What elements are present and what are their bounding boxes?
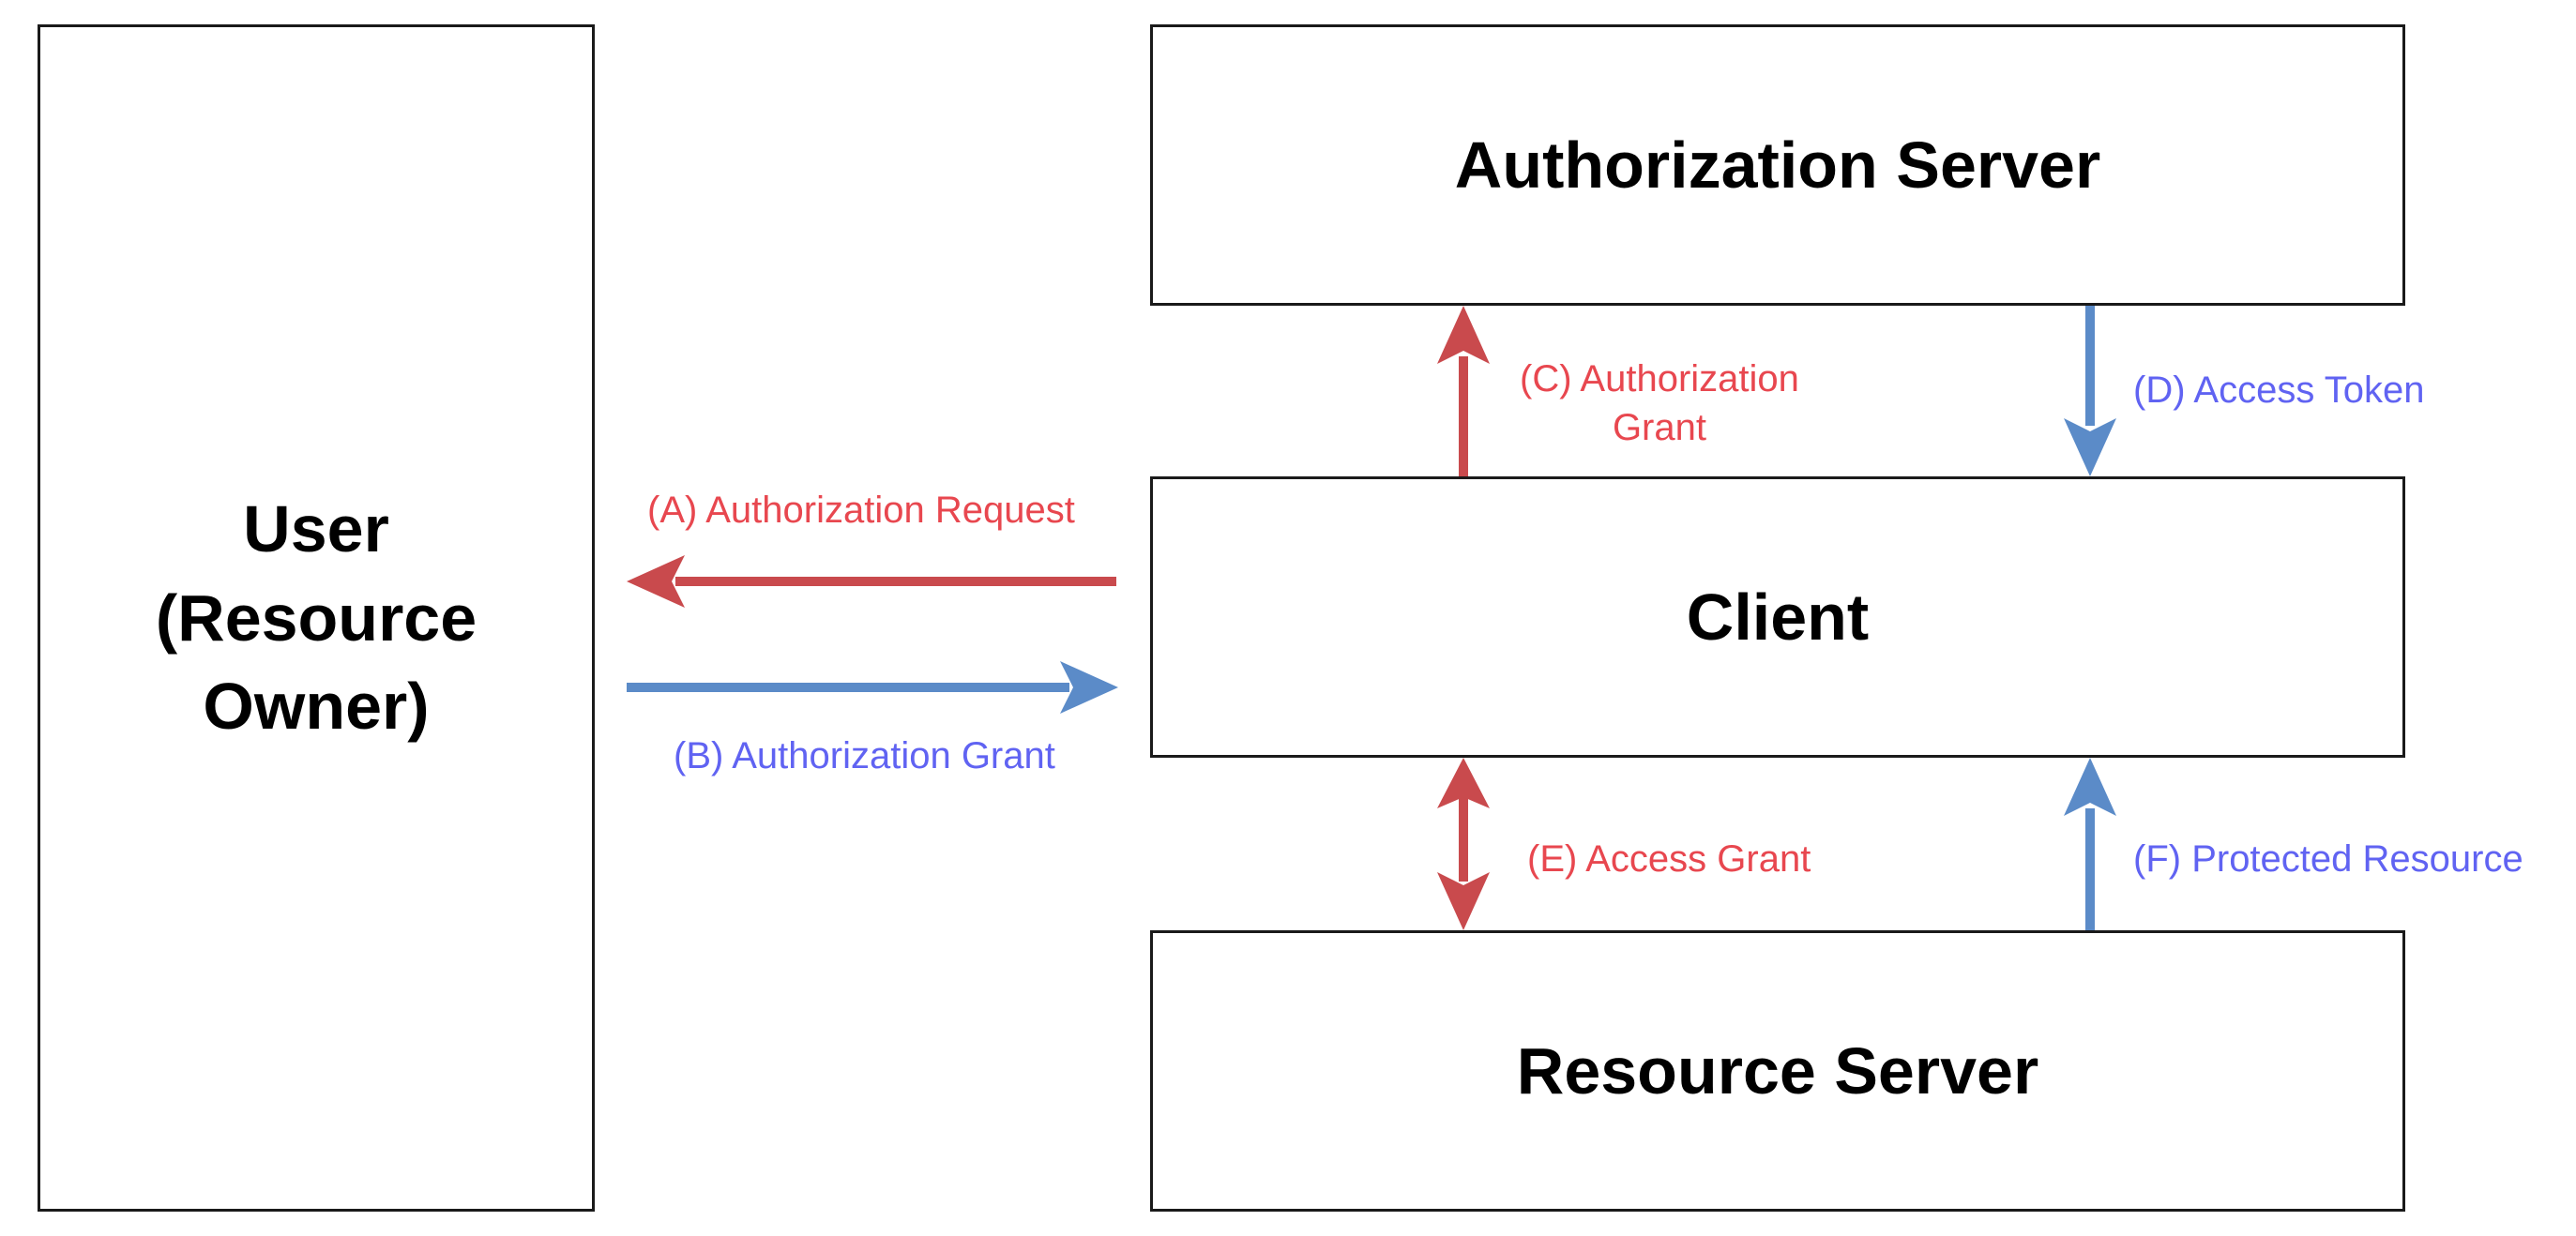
user-resource-owner-box: User (Resource Owner) xyxy=(38,24,595,1212)
label-access-grant: (E) Access Grant xyxy=(1527,838,1811,880)
client-label: Client xyxy=(1686,580,1870,654)
arrow-b-authorization-grant xyxy=(627,661,1118,714)
user-resource-owner-label: User (Resource Owner) xyxy=(155,492,477,744)
arrow-d-access-token xyxy=(2064,306,2116,476)
label-protected-resource: (F) Protected Resource xyxy=(2133,838,2523,880)
resource-server-box: Resource Server xyxy=(1150,930,2405,1212)
arrow-a-authorization-request xyxy=(627,555,1116,608)
label-authorization-grant-c: (C) Authorization Grant xyxy=(1520,358,1799,448)
arrow-f-protected-resource xyxy=(2064,758,2116,930)
authorization-server-label: Authorization Server xyxy=(1454,128,2101,202)
label-access-token: (D) Access Token xyxy=(2133,369,2425,411)
client-box: Client xyxy=(1150,476,2405,758)
label-authorization-request: (A) Authorization Request xyxy=(647,490,1075,531)
label-authorization-grant-b: (B) Authorization Grant xyxy=(674,735,1055,776)
authorization-server-box: Authorization Server xyxy=(1150,24,2405,306)
resource-server-label: Resource Server xyxy=(1516,1033,2039,1108)
arrow-c-authorization-grant xyxy=(1437,306,1490,476)
arrow-e-access-grant xyxy=(1437,758,1490,930)
